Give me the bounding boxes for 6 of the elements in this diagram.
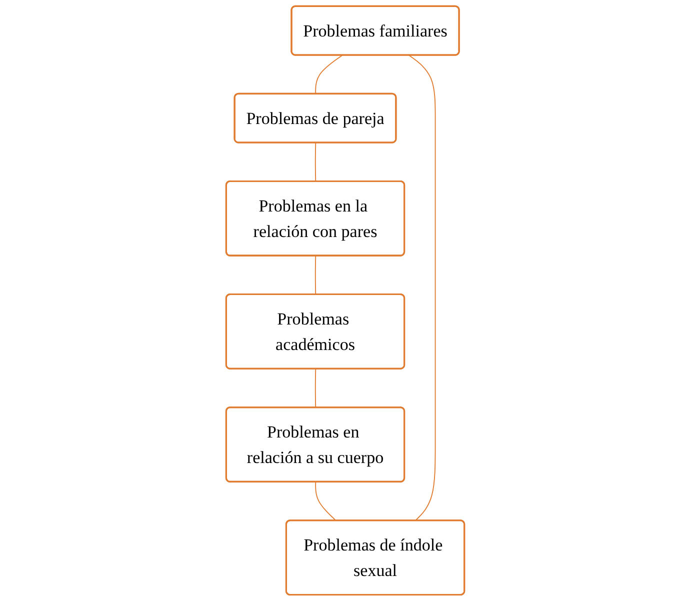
connector <box>315 256 316 296</box>
connector <box>315 482 337 522</box>
connector <box>408 54 436 522</box>
connector <box>315 142 316 182</box>
connector <box>315 54 343 95</box>
connector <box>315 368 316 408</box>
